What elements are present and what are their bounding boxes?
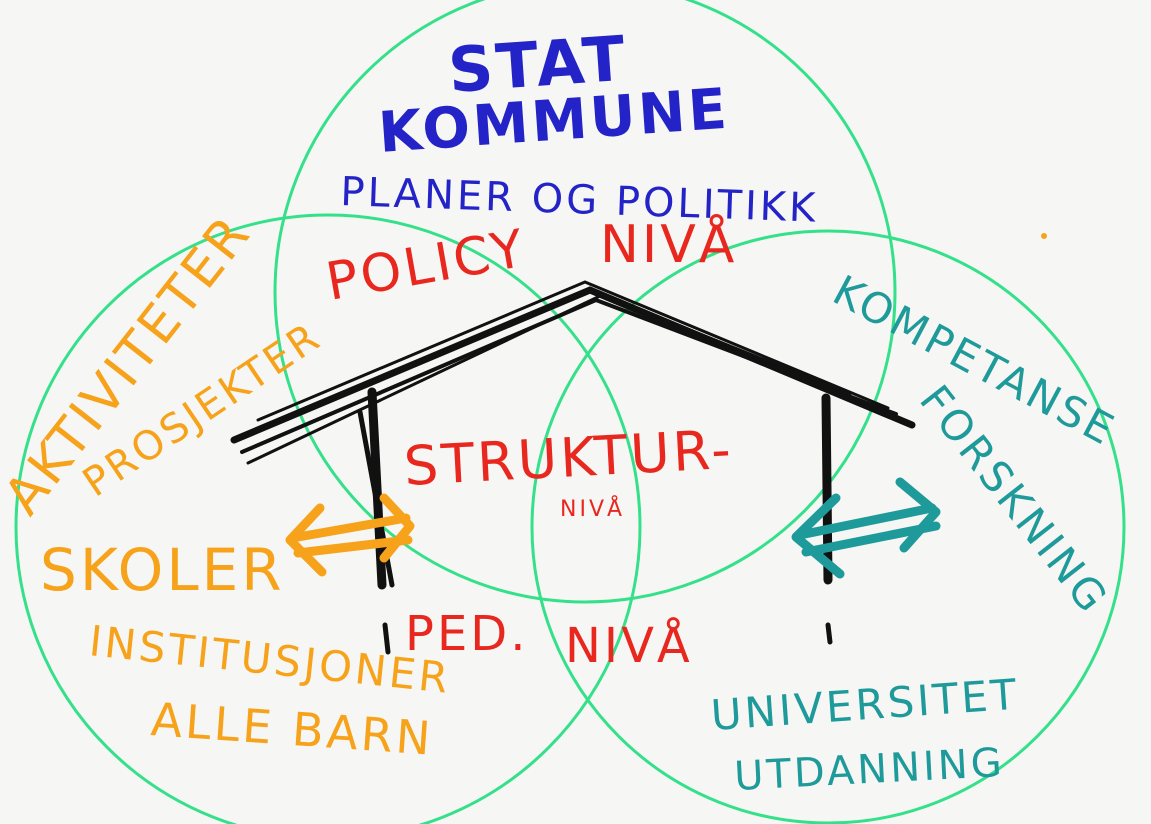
level-label-policy: POLICY bbox=[322, 219, 531, 313]
top-circle bbox=[273, 0, 897, 604]
left-label-institusjoner: INSTITUSJONER bbox=[87, 616, 453, 703]
double-arrow-icon bbox=[285, 493, 415, 577]
left-label-skoler: SKOLER bbox=[40, 536, 285, 604]
left-circle bbox=[14, 213, 642, 824]
top-label-planer: PLANER OG POLITIKK bbox=[340, 169, 819, 232]
level-label-niva-top: NIVÅ bbox=[600, 213, 737, 275]
right-label-universitet: UNIVERSITET bbox=[709, 670, 1021, 740]
stray-ink-dot bbox=[1041, 233, 1047, 239]
top-label-stat: STAT bbox=[446, 22, 630, 107]
top-label-kommune: KOMMUNE bbox=[376, 77, 731, 166]
left-label-alle-barn: ALLE BARN bbox=[149, 692, 435, 766]
center-label-ped-niva: NIVÅ bbox=[565, 617, 693, 674]
center-label-struktur: STRUKTUR- bbox=[402, 418, 735, 498]
double-arrow-icon bbox=[791, 477, 941, 579]
right-circle bbox=[530, 229, 1126, 824]
center-label-ped: PED. bbox=[405, 606, 529, 662]
center-label-struktur-niva: NIVÅ bbox=[560, 495, 625, 522]
